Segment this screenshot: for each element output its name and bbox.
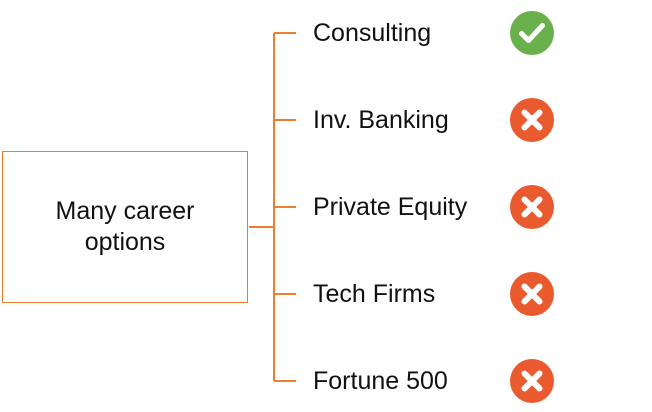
option-label: Private Equity [313,193,468,221]
check-icon [510,11,554,55]
option-label: Tech Firms [313,280,436,308]
option-label: Consulting [313,19,432,47]
option-label: Fortune 500 [313,367,448,395]
option-label: Inv. Banking [313,106,449,134]
option-fortune-500: Fortune 500 [313,359,643,403]
option-tech-firms: Tech Firms [313,272,643,316]
cross-icon [510,359,554,403]
root-node-line-2: options [84,228,166,256]
cross-icon [510,272,554,316]
option-private-equity: Private Equity [313,185,643,229]
root-node-line-1: Many career [55,197,195,225]
root-node-label: Many career options [35,196,215,258]
root-node: Many career options [2,151,248,303]
option-consulting: Consulting [313,11,643,55]
cross-icon [510,98,554,142]
cross-icon [510,185,554,229]
option-inv-banking: Inv. Banking [313,98,643,142]
